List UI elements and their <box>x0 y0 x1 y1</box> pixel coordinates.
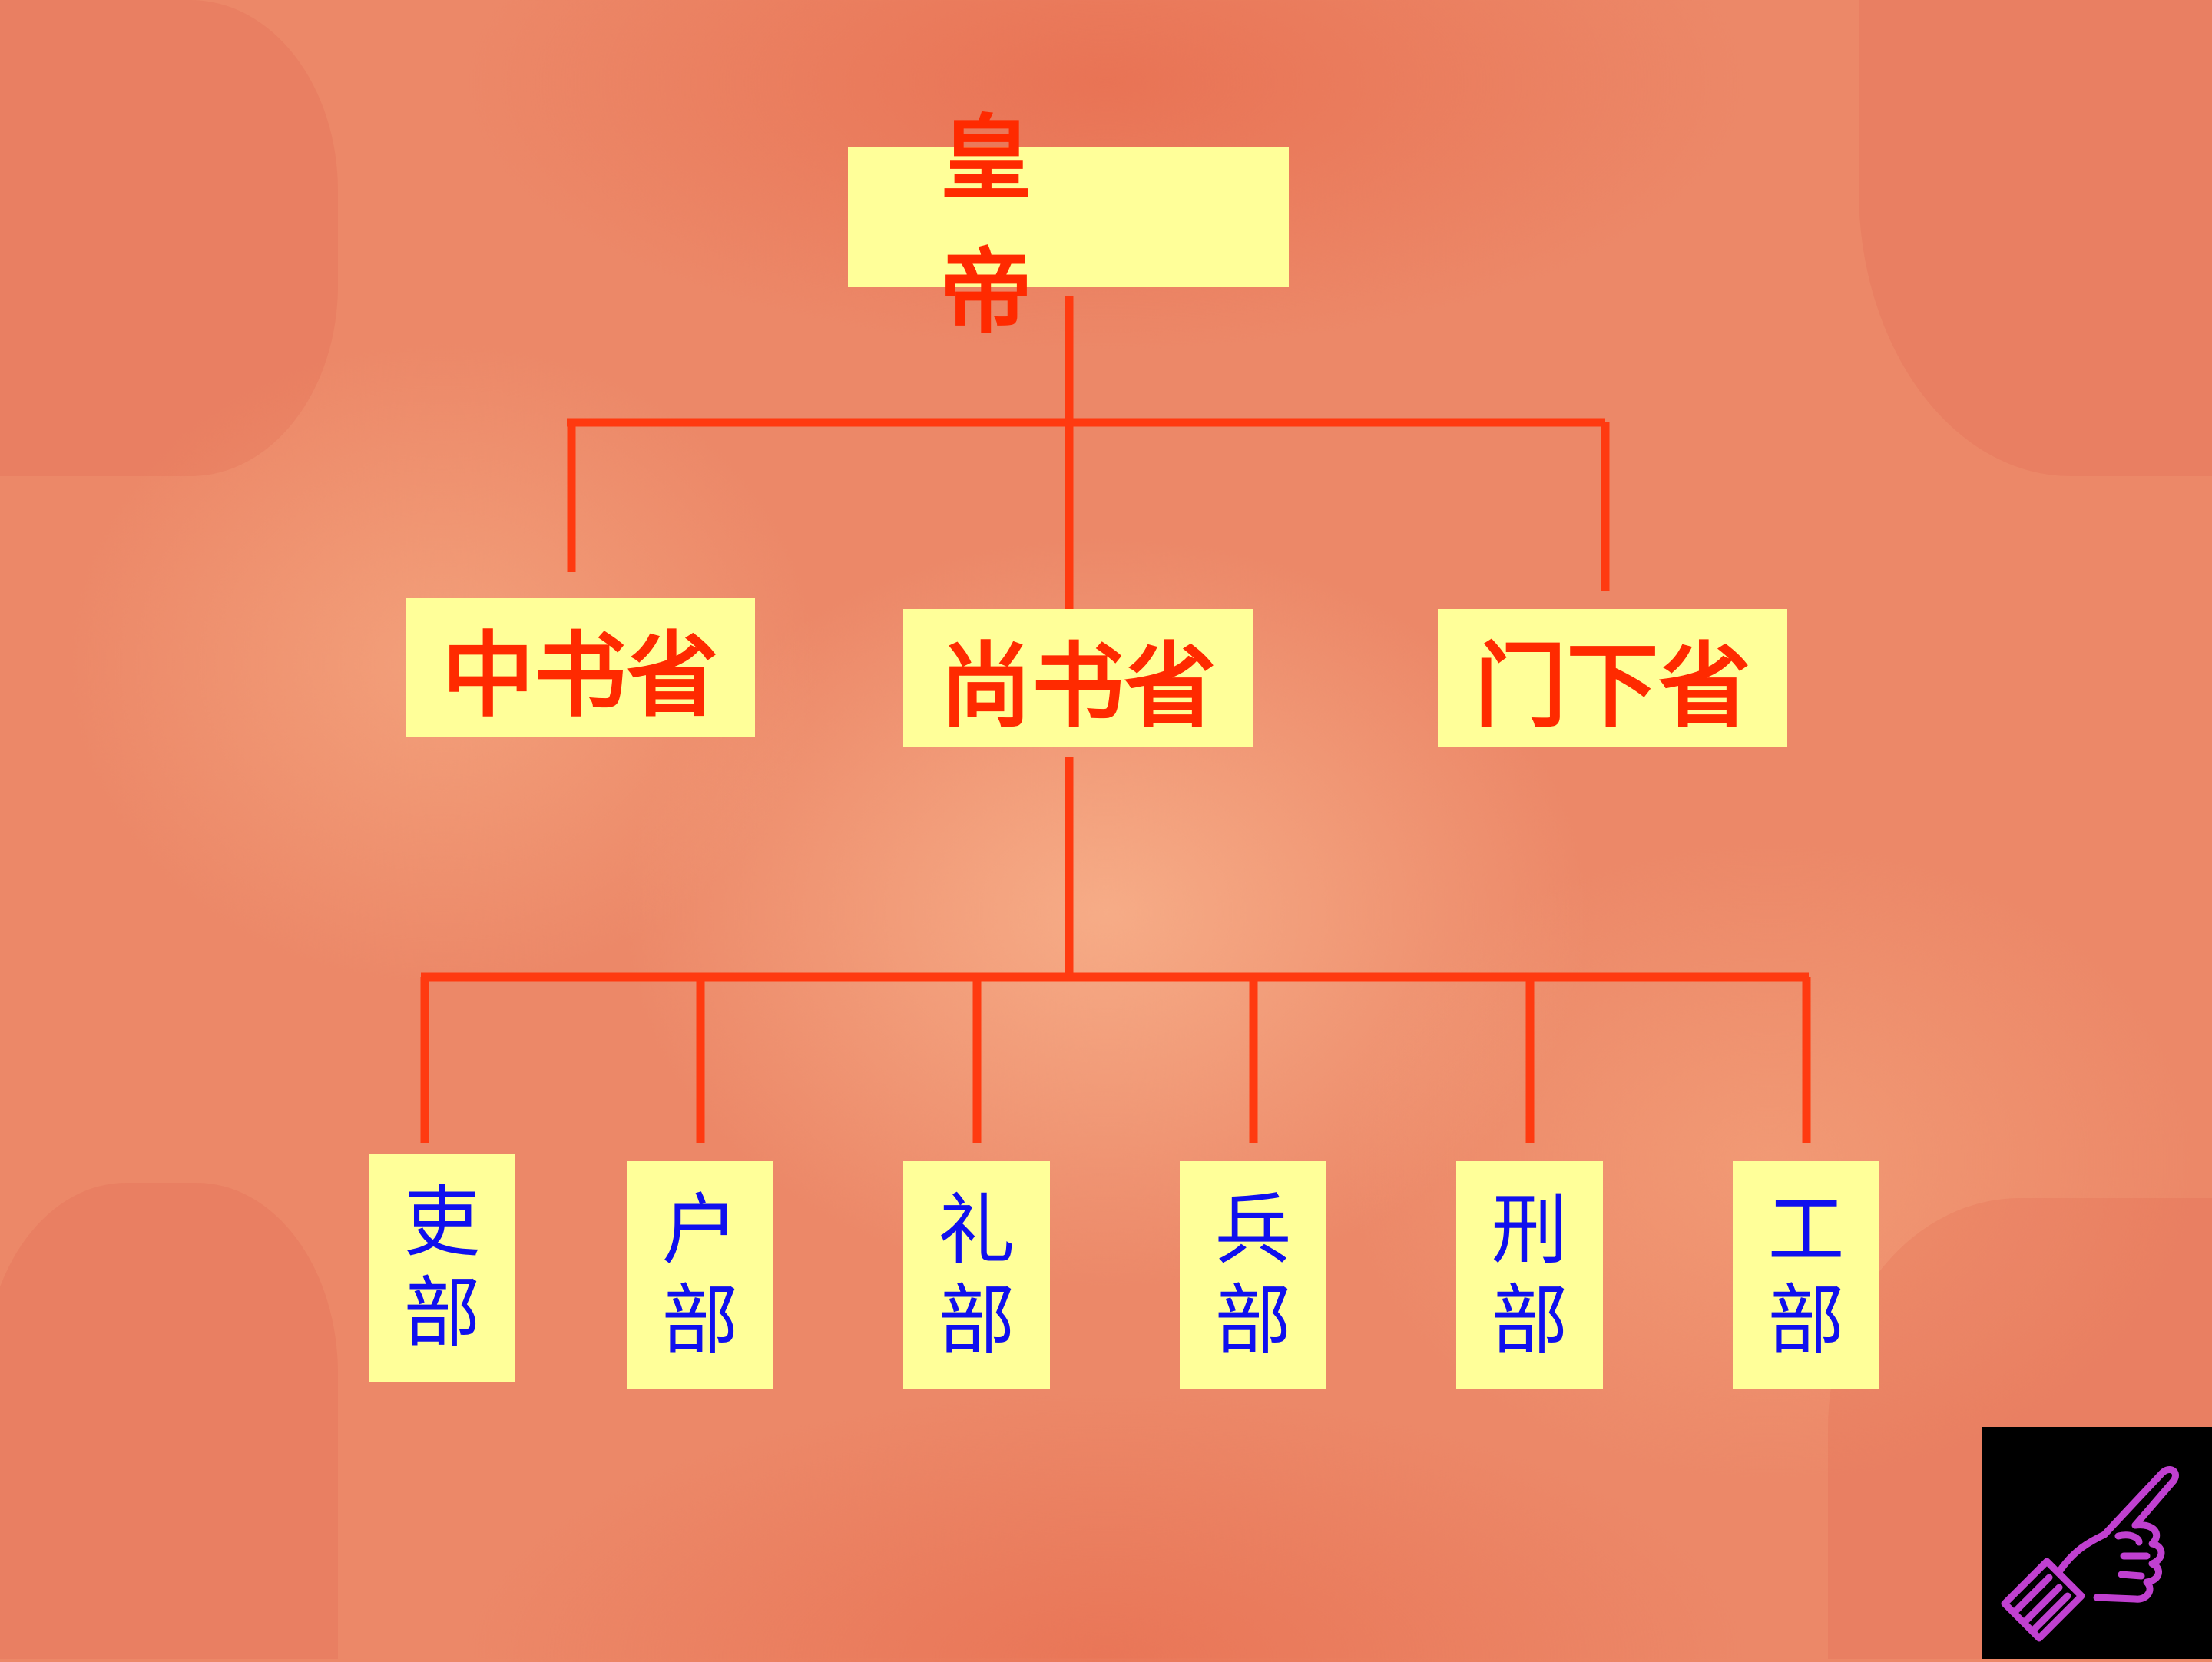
decorative-seal-bottom-left <box>0 1183 338 1659</box>
node-menxia: 门下省 <box>1438 609 1787 747</box>
node-dept-4-line2: 部 <box>1214 1275 1292 1366</box>
node-shangshu-label: 尚书省 <box>939 632 1217 740</box>
decorative-seal-top-left <box>0 0 338 476</box>
node-zhongshu-label: 中书省 <box>442 621 719 730</box>
node-dept-6-line1: 工 <box>1767 1184 1845 1275</box>
node-dept-1-line2: 部 <box>403 1267 481 1358</box>
node-dept-3-line1: 礼 <box>938 1184 1015 1275</box>
node-dept-4: 兵 部 <box>1180 1161 1326 1389</box>
node-menxia-label: 门下省 <box>1474 632 1751 740</box>
node-dept-5-line1: 刑 <box>1491 1184 1568 1275</box>
node-dept-5-line2: 部 <box>1491 1275 1568 1366</box>
pointing-hand-icon <box>2001 1466 2179 1642</box>
node-dept-2-line2: 部 <box>661 1275 739 1366</box>
next-slide-button[interactable] <box>1982 1427 2212 1659</box>
node-dept-6: 工 部 <box>1733 1161 1879 1389</box>
node-shangshu: 尚书省 <box>903 609 1253 747</box>
node-emperor-label: 皇帝 <box>940 104 1124 346</box>
node-dept-3: 礼 部 <box>903 1161 1050 1389</box>
node-dept-6-line2: 部 <box>1767 1275 1845 1366</box>
node-dept-2: 户 部 <box>627 1161 773 1389</box>
node-dept-4-line1: 兵 <box>1214 1184 1292 1275</box>
node-dept-5: 刑 部 <box>1456 1161 1603 1389</box>
node-dept-2-line1: 户 <box>661 1184 739 1275</box>
node-dept-1-line1: 吏 <box>403 1177 481 1267</box>
node-zhongshu: 中书省 <box>406 598 755 737</box>
node-emperor: 皇帝 <box>848 104 1289 346</box>
node-dept-1: 吏 部 <box>369 1154 515 1382</box>
node-dept-3-line2: 部 <box>938 1275 1015 1366</box>
